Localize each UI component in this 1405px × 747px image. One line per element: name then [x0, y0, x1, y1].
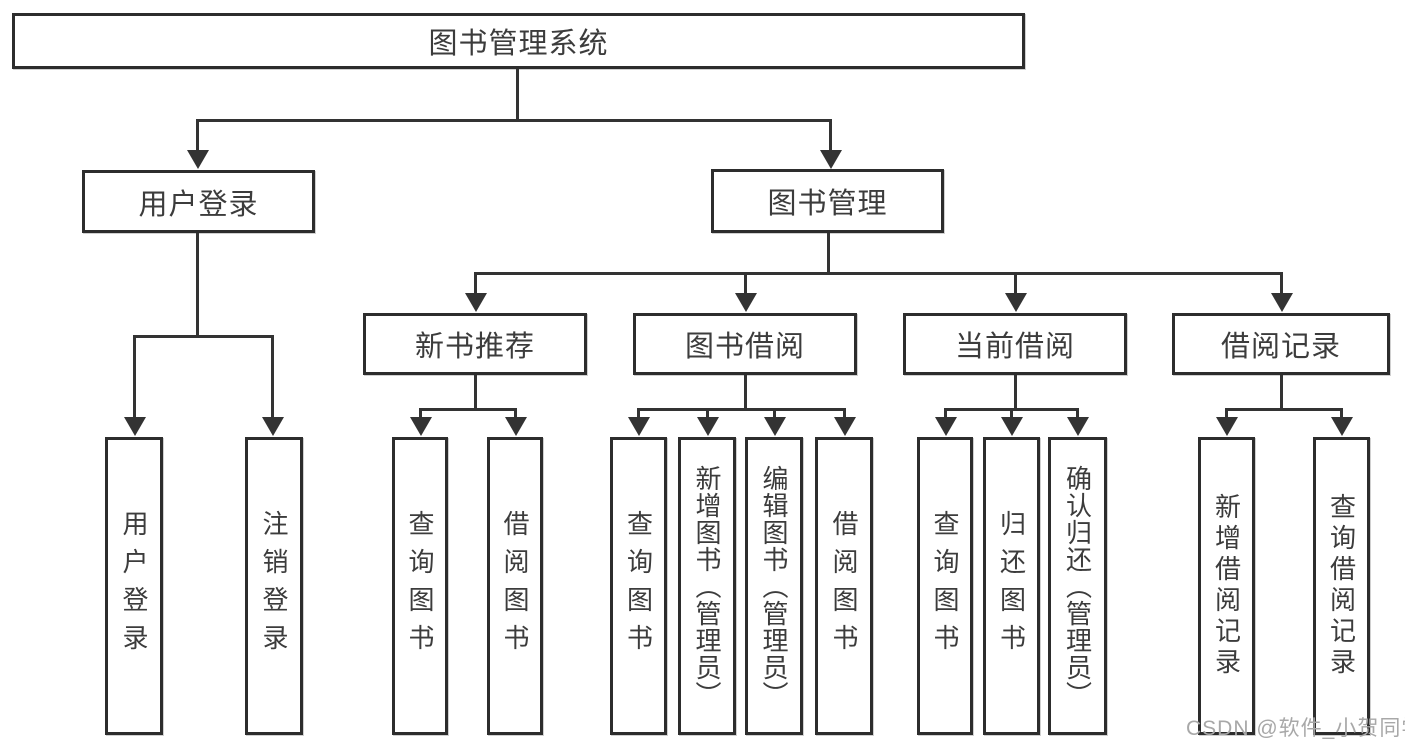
connector-records-stub — [1280, 375, 1283, 408]
arrow-to-leaf-return-books — [1000, 408, 1023, 436]
arrow-to-leaf-logout — [261, 335, 284, 436]
node-root: 图书管理系统 — [12, 13, 1025, 69]
leaf-borrow-books-recommend: 借阅图书 — [487, 437, 543, 735]
arrow-to-leaf-edit-books-admin — [763, 408, 786, 436]
csdn-watermark: CSDN @软件_小贺同学 — [1186, 717, 1405, 740]
arrow-to-current-borrow — [1004, 272, 1027, 312]
arrow-to-leaf-borrow-books-recommend — [504, 408, 527, 436]
arrow-to-new-book-recommend — [464, 272, 487, 312]
leaf-query-borrow-record: 查询借阅记录 — [1313, 437, 1370, 735]
connector-recommend-stub — [474, 375, 477, 408]
arrow-to-leaf-add-books-admin — [696, 408, 719, 436]
node-new-book-recommend: 新书推荐 — [363, 313, 587, 375]
arrow-to-leaf-borrow-books — [833, 408, 856, 436]
leaf-edit-books-admin: 编辑图书（管理员） — [745, 437, 803, 735]
node-borrow-records: 借阅记录 — [1172, 313, 1390, 375]
leaf-query-books-borrow: 查询图书 — [610, 437, 667, 735]
arrow-to-leaf-query-books-current — [934, 408, 957, 436]
arrow-to-book-management — [819, 119, 842, 169]
connector-login-splitter — [133, 335, 273, 338]
connector-mgmt-splitter — [474, 272, 1282, 275]
leaf-query-books-current: 查询图书 — [917, 437, 973, 735]
arrow-to-book-borrow — [734, 272, 757, 312]
node-book-management: 图书管理 — [711, 169, 944, 233]
arrow-to-leaf-confirm-return-admin — [1066, 408, 1089, 436]
connector-recommend-splitter — [419, 408, 516, 411]
leaf-borrow-books: 借阅图书 — [815, 437, 873, 735]
leaf-logout: 注销登录 — [245, 437, 303, 735]
arrow-to-leaf-query-books-recommend — [409, 408, 432, 436]
connector-mgmt-stub — [827, 233, 830, 272]
node-user-login: 用户登录 — [82, 170, 315, 233]
leaf-return-books: 归还图书 — [983, 437, 1040, 735]
arrow-to-leaf-query-books-borrow — [627, 408, 650, 436]
leaf-user-login: 用户登录 — [105, 437, 163, 735]
node-book-borrow: 图书借阅 — [633, 313, 857, 375]
leaf-confirm-return-admin: 确认归还（管理员） — [1048, 437, 1107, 735]
leaf-add-borrow-record: 新增借阅记录 — [1198, 437, 1255, 735]
connector-login-stub — [196, 233, 199, 335]
connector-current-stub — [1014, 375, 1017, 408]
leaf-query-books-recommend: 查询图书 — [392, 437, 448, 735]
connector-records-splitter — [1225, 408, 1342, 411]
arrow-to-leaf-query-borrow-record — [1330, 408, 1353, 436]
connector-root-stub — [516, 69, 519, 119]
connector-root-splitter — [197, 119, 832, 122]
arrow-to-leaf-add-borrow-record — [1215, 408, 1238, 436]
connector-borrow-stub — [744, 375, 747, 408]
node-current-borrow: 当前借阅 — [903, 313, 1127, 375]
arrow-to-user-login — [186, 119, 209, 169]
arrow-to-leaf-user-login — [123, 335, 146, 436]
arrow-to-borrow-records — [1270, 272, 1293, 312]
leaf-add-books-admin: 新增图书（管理员） — [678, 437, 736, 735]
connector-borrow-splitter — [637, 408, 845, 411]
